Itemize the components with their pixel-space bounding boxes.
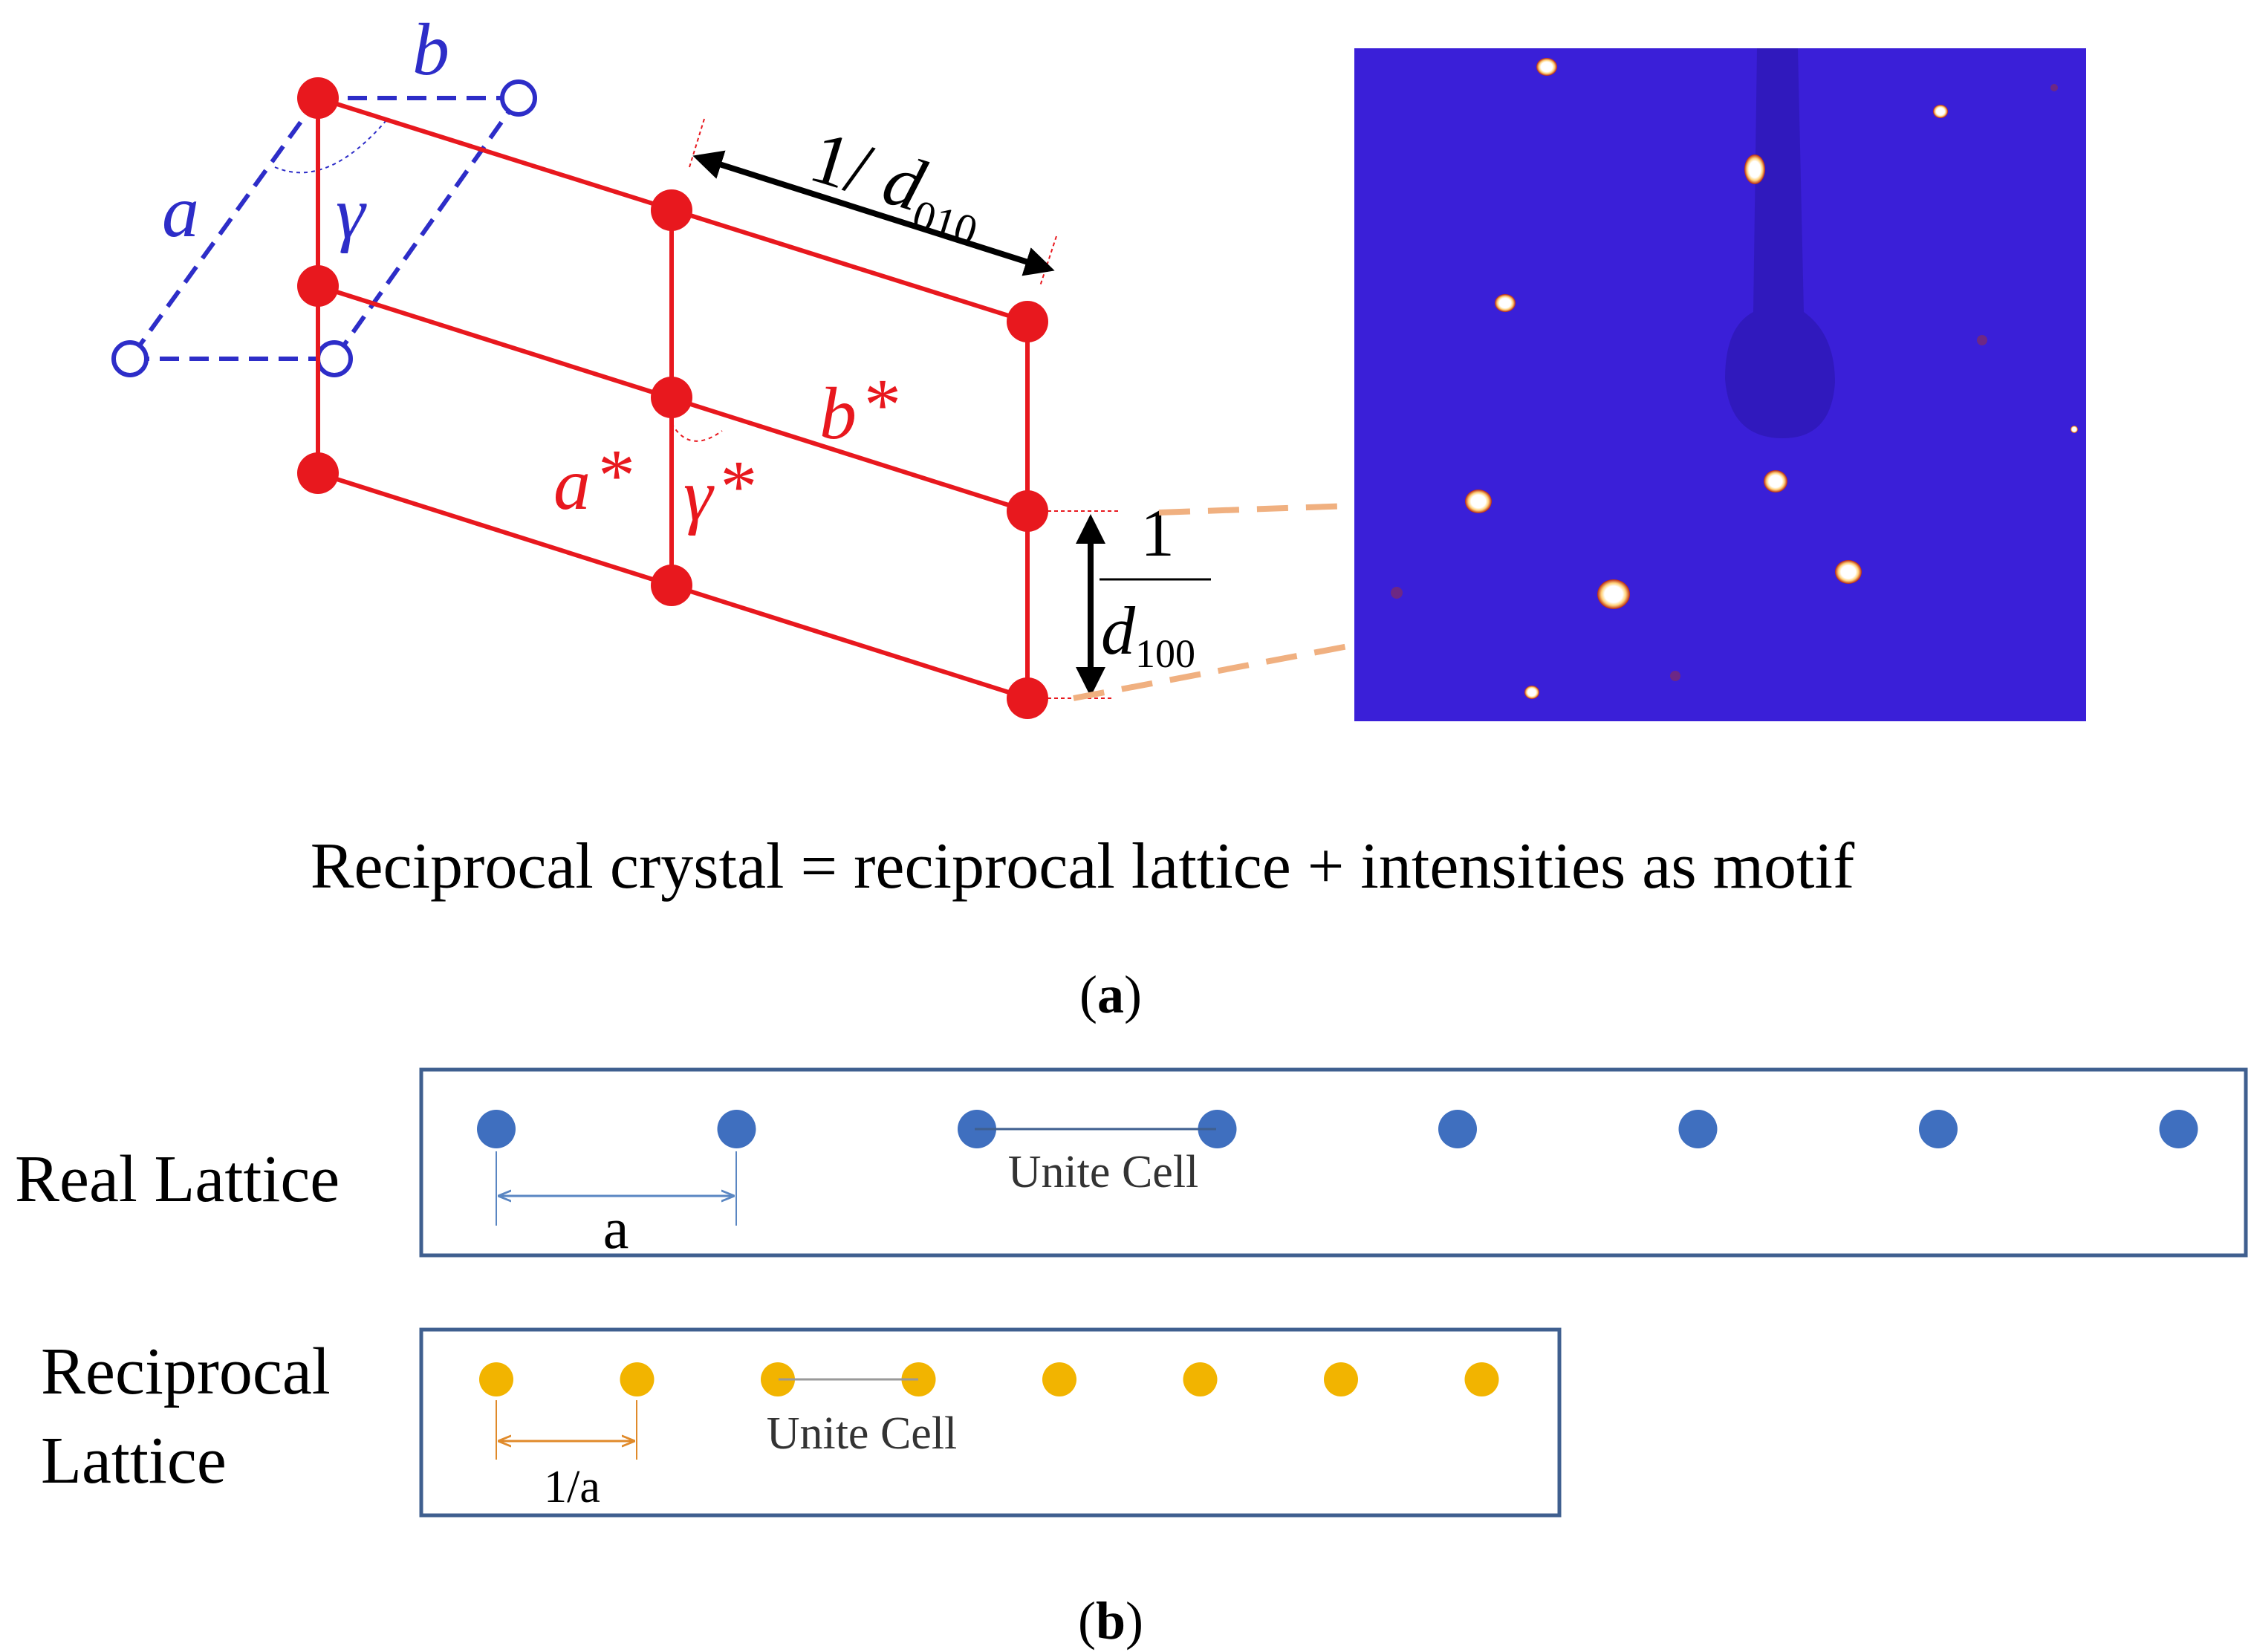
label-a: a [162,170,199,253]
real-cell-point [500,79,537,117]
gamma-arc [274,120,387,174]
label-b-star-asterisk: * [864,363,901,446]
panel-a-label-letter: a [1097,965,1124,1024]
reciprocal-lattice-point [651,565,692,606]
d010-subscript: 010 [907,190,983,256]
real-lattice-point [1919,1110,1958,1148]
reciprocal-lattice-point [761,1362,795,1396]
real-lattice-point [477,1110,516,1148]
panel-b-label-close: ) [1126,1591,1143,1651]
d010-extension-left [689,118,705,168]
reciprocal-lattice-point [901,1362,936,1396]
label-gamma-star-letter: γ [683,454,715,536]
reciprocal-lattice-point [1042,1362,1076,1396]
reciprocal-lattice-point [620,1362,655,1396]
real-unit-cell [128,96,521,361]
reciprocal-lattice-point [479,1362,513,1396]
real-lattice-point [1198,1110,1237,1148]
diffraction-spot [1536,58,1557,76]
panel-a-label: (a) [1079,965,1142,1024]
reciprocal-lattice-points [479,1362,1499,1396]
real-lattice-points [477,1110,2198,1148]
real-cell-edge-left [128,97,320,360]
reciprocal-lattice-point [1324,1362,1358,1396]
reciprocal-lattice-point [1007,677,1048,719]
diffraction-background [1354,48,2086,721]
real-cell-point [111,340,149,377]
label-a-star-asterisk: * [598,434,635,516]
diffraction-spots [1465,58,2078,699]
reciprocal-lattice-points [297,77,1048,719]
faint-spot [2050,84,2058,91]
gamma-star-arc [671,423,723,442]
reciprocal-lattice-point [651,377,692,418]
real-cell-point [316,340,353,377]
real-lattice-frame [419,1067,2248,1258]
real-lattice-point [1438,1110,1477,1148]
reciprocal-lattice-point [1464,1362,1499,1396]
panel-b: Real Lattice Unite Cell a Reciprocal Lat… [15,1067,2248,1651]
real-spacing-label: a [603,1196,629,1261]
faint-spot [1391,587,1403,599]
label-gamma-star-asterisk: * [720,445,757,527]
reciprocal-lattice-point [651,189,692,231]
real-lattice-row-label: Real Lattice [15,1142,340,1216]
real-lattice-point [717,1110,756,1148]
reciprocal-lattice-frame [419,1327,1562,1518]
diffraction-spot [1835,560,1862,584]
reciprocal-lattice-row-label-line2: Lattice [41,1424,227,1497]
d100-numerator: 1 [1140,495,1175,570]
diffraction-spot [1933,105,1948,118]
d100-subscript: 100 [1135,631,1195,676]
beam-stop-shadow [1725,48,1835,438]
reciprocal-lattice-point [297,452,339,494]
faint-spot [1670,671,1680,681]
diffraction-spot [1744,155,1765,184]
panel-a-caption: Reciprocal crystal = reciprocal lattice … [311,830,1855,903]
d100-denominator: d100 [1101,593,1195,676]
diffraction-spot [1764,470,1787,492]
diffraction-spot [1495,294,1516,312]
real-cell-points [111,79,537,377]
panel-a-label-open: ( [1079,965,1097,1024]
panel-a-label-close: ) [1124,965,1142,1024]
reciprocal-lattice-row-label-line1: Reciprocal [41,1335,331,1408]
reciprocal-lattice-point [1007,301,1048,342]
label-a-star-letter: a [553,443,591,525]
reciprocal-lattice-point [1007,490,1048,532]
diffraction-spot [1524,686,1539,699]
panel-b-label: (b) [1078,1591,1143,1651]
reciprocal-lattice-point [297,77,339,119]
reciprocal-lattice-point [297,265,339,307]
panel-a: b a γ b* a* γ* 1/ d010 1 d100 [111,8,2086,1024]
label-a-star: a* [553,434,635,525]
faint-spot [1977,335,1987,345]
diffraction-spot [1465,490,1492,513]
reciprocal-lattice-point [1183,1362,1218,1396]
label-gamma: γ [336,172,367,254]
reciprocal-unit-cell-label: Unite Cell [767,1408,958,1459]
label-b-star: b* [819,363,901,455]
real-lattice-point [2159,1110,2198,1148]
real-lattice-point [1678,1110,1718,1148]
real-cell-edge-right [332,97,521,360]
panel-b-label-open: ( [1078,1591,1096,1651]
diffraction-spot [2071,426,2078,433]
diffraction-pattern [1354,48,2086,721]
reciprocal-spacing-label: 1/a [544,1462,600,1512]
d100-d: d [1101,593,1136,669]
d010-arrow [692,150,1055,276]
label-b-star-letter: b [819,372,857,455]
d010-label: 1/ d010 [799,115,996,256]
real-unit-cell-label: Unite Cell [1008,1147,1199,1197]
label-b: b [412,8,449,91]
d010-extension-right [1039,235,1057,287]
panel-b-label-letter: b [1096,1591,1126,1651]
label-gamma-star: γ* [683,445,757,536]
faint-spots [1391,84,2058,681]
diffraction-spot [1597,579,1630,609]
